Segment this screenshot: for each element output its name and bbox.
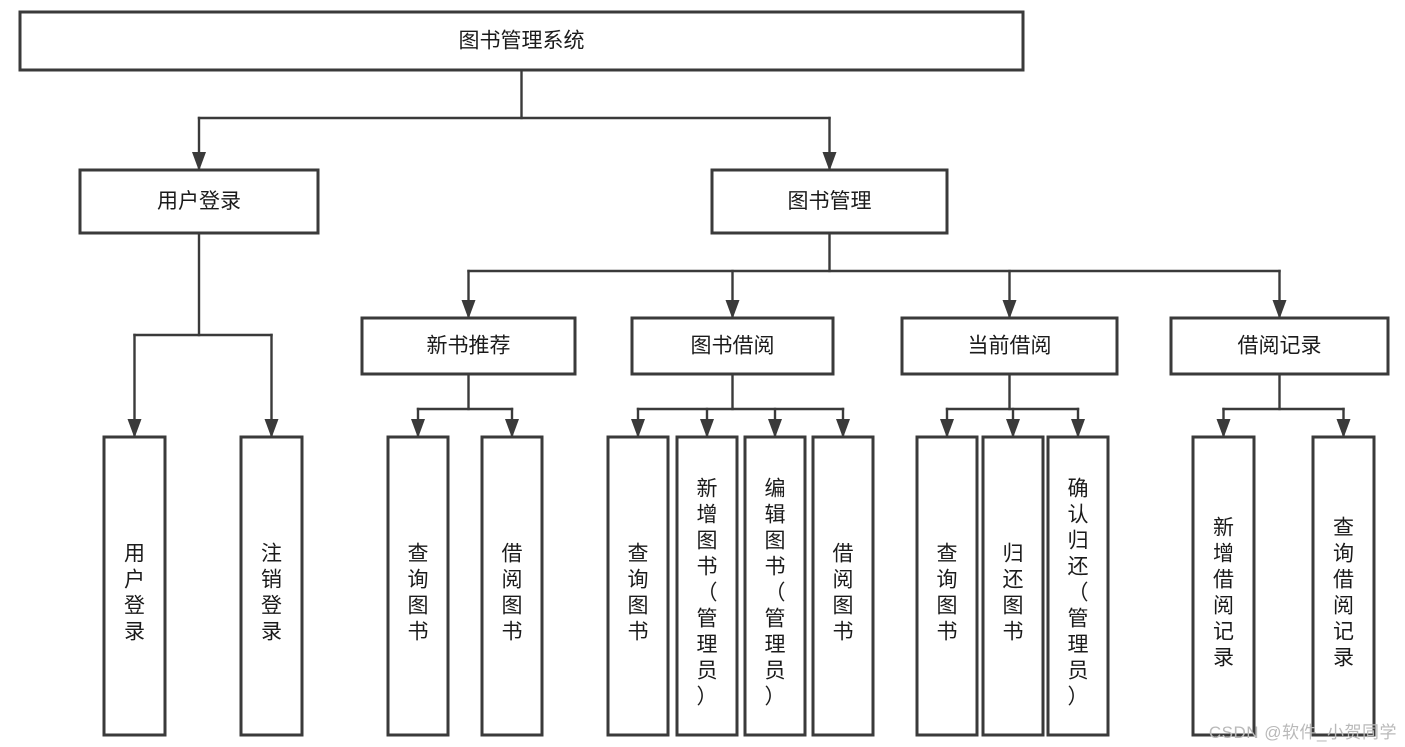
node-box: [981, 435, 1045, 737]
node-box: [1191, 435, 1256, 737]
node-label: 当前借阅: [968, 335, 1052, 358]
node-borrow-record[interactable]: 借阅记录: [1169, 316, 1390, 376]
node-box: [1311, 435, 1376, 737]
node-leaf-query-book-3[interactable]: 查询图书: [915, 435, 979, 737]
node-label: 借阅记录: [1238, 335, 1322, 358]
node-box: [386, 435, 450, 737]
node-user-login[interactable]: 用户登录: [78, 168, 320, 235]
node-label: 借阅图书: [502, 542, 523, 643]
node-box: [630, 316, 835, 376]
node-leaf-logout[interactable]: 注销登录: [239, 435, 304, 737]
connector-layer: [127, 68, 1351, 438]
node-label: 确认归还（管理员）: [1068, 477, 1089, 708]
node-box: [78, 168, 320, 235]
node-leaf-add-record[interactable]: 新增借阅记录: [1191, 435, 1256, 737]
node-label: 编辑图书（管理员）: [765, 477, 786, 708]
watermark-text: CSDN @软件_小贺同学: [1208, 723, 1397, 742]
node-label: 查询图书: [937, 542, 958, 643]
node-box: [915, 435, 979, 737]
node-label: 新增借阅记录: [1213, 516, 1234, 669]
node-book-manage[interactable]: 图书管理: [710, 168, 949, 235]
node-leaf-edit-book[interactable]: 编辑图书（管理员）: [743, 435, 807, 737]
node-box: [1046, 435, 1110, 737]
node-label: 查询图书: [408, 542, 429, 643]
node-box: [900, 316, 1119, 376]
node-box: [710, 168, 949, 235]
node-box: [239, 435, 304, 737]
node-label: 图书借阅: [691, 335, 775, 358]
node-leaf-add-book[interactable]: 新增图书（管理员）: [675, 435, 739, 737]
node-leaf-query-book-2[interactable]: 查询图书: [606, 435, 670, 737]
node-box: [811, 435, 875, 737]
node-leaf-query-book-1[interactable]: 查询图书: [386, 435, 450, 737]
node-label: 归还图书: [1003, 542, 1024, 643]
node-label: 图书管理系统: [459, 30, 585, 53]
node-box: [1169, 316, 1390, 376]
node-leaf-query-record[interactable]: 查询借阅记录: [1311, 435, 1376, 737]
node-box: [675, 435, 739, 737]
node-label: 图书管理: [788, 190, 872, 213]
node-leaf-user-login[interactable]: 用户登录: [102, 435, 167, 737]
node-label: 用户登录: [124, 542, 145, 643]
node-box: [102, 435, 167, 737]
node-label: 新书推荐: [427, 335, 511, 358]
node-label: 新增图书（管理员）: [697, 477, 718, 708]
node-book-borrow[interactable]: 图书借阅: [630, 316, 835, 376]
node-label: 查询图书: [628, 542, 649, 643]
node-current-borrow[interactable]: 当前借阅: [900, 316, 1119, 376]
node-box: [18, 10, 1025, 72]
node-box: [606, 435, 670, 737]
node-box: [743, 435, 807, 737]
node-leaf-borrow-book-1[interactable]: 借阅图书: [480, 435, 544, 737]
node-label: 用户登录: [157, 190, 241, 213]
node-leaf-borrow-book-2[interactable]: 借阅图书: [811, 435, 875, 737]
node-box: [480, 435, 544, 737]
node-leaf-confirm-return[interactable]: 确认归还（管理员）: [1046, 435, 1110, 737]
node-label: 查询借阅记录: [1333, 516, 1354, 669]
node-box: [360, 316, 577, 376]
node-leaf-return-book[interactable]: 归还图书: [981, 435, 1045, 737]
node-label: 注销登录: [261, 542, 282, 643]
node-new-book-recommend[interactable]: 新书推荐: [360, 316, 577, 376]
node-root[interactable]: 图书管理系统: [18, 10, 1025, 72]
node-layer: 图书管理系统用户登录图书管理新书推荐图书借阅当前借阅借阅记录用户登录注销登录查询…: [18, 10, 1390, 737]
node-label: 借阅图书: [833, 542, 854, 643]
